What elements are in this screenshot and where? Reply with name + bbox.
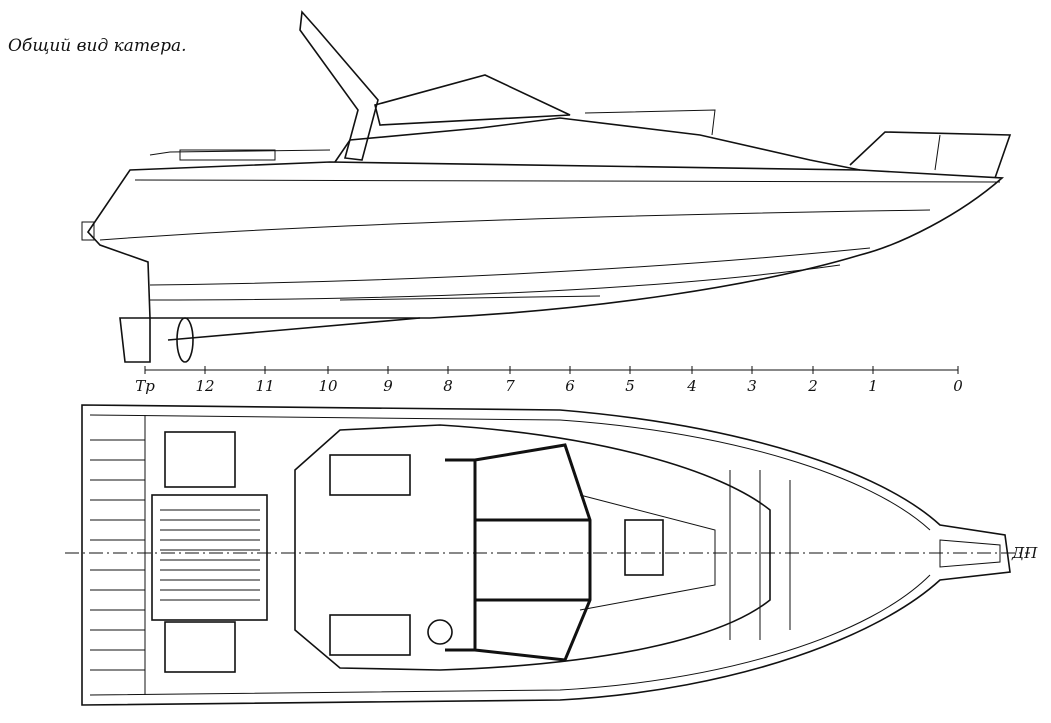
- station-label: 8: [443, 377, 453, 395]
- cockpit-bulkhead: [294, 424, 771, 671]
- bow-platform: [939, 539, 1001, 568]
- windshield-frame: [445, 443, 592, 662]
- deck-hatch: [624, 519, 664, 576]
- hull-plan-outline: [81, 404, 1011, 706]
- transom-slats: [90, 439, 145, 671]
- cabin-top: [584, 109, 716, 136]
- station-label: 5: [625, 377, 635, 395]
- station-label: 1: [868, 377, 878, 395]
- station-label: 9: [383, 377, 393, 395]
- seat-aft-top: [164, 431, 236, 488]
- station-label: 0: [953, 377, 963, 395]
- transom-fitting: [81, 221, 95, 241]
- station-label: 12: [195, 377, 214, 395]
- station-label: 6: [565, 377, 575, 395]
- hull-strake: [149, 247, 871, 286]
- station-label: 4: [686, 377, 697, 395]
- engine-hatch-grille: [160, 509, 260, 601]
- propeller: [176, 317, 194, 363]
- plan-view: [65, 404, 1030, 706]
- station-label: 11: [255, 377, 274, 395]
- seat-cockpit-top: [329, 454, 411, 496]
- chine-line: [99, 209, 931, 241]
- station-label: Тр: [135, 377, 155, 395]
- propeller-shaft: [167, 317, 421, 341]
- figure-caption: Общий вид катера.: [8, 36, 187, 56]
- engine-hatch: [151, 494, 268, 621]
- side-view: [81, 10, 1012, 363]
- aft-rail: [149, 149, 331, 156]
- aft-seat-side: [179, 149, 276, 161]
- station-label: 2: [807, 377, 818, 395]
- sheer-line: [134, 179, 1001, 183]
- centerline-label: ДП: [1011, 544, 1038, 562]
- mast: [299, 10, 379, 161]
- deck-edge: [89, 414, 931, 696]
- hull-strake: [149, 264, 841, 301]
- pulpit-strut: [934, 134, 941, 171]
- station-label: 3: [747, 377, 757, 395]
- hull-strake: [339, 295, 601, 301]
- windshield: [374, 74, 571, 126]
- foredeck-panels: [729, 470, 791, 640]
- hull-side-outline: [86, 161, 1004, 319]
- station-label: 10: [318, 377, 338, 395]
- seat-aft-bottom: [164, 621, 236, 673]
- superstructure: [334, 117, 861, 171]
- bow-pulpit: [849, 131, 1012, 179]
- seat-cockpit-bottom: [329, 614, 411, 656]
- steering-wheel: [427, 619, 453, 645]
- rudder: [119, 317, 151, 363]
- transom-slat-lines: [90, 439, 145, 671]
- foredeck-rail: [579, 494, 716, 611]
- station-label: 7: [505, 377, 515, 395]
